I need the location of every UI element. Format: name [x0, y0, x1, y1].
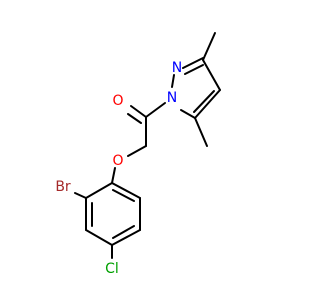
- bond-n2-c3-double: [184, 64, 204, 75]
- bond-c3-methyl: [202, 32, 216, 61]
- structure-diagram: O N N O Br Cl: [55, 32, 221, 277]
- bond-c3-c4: [202, 59, 221, 91]
- bond-n2-c3: [182, 57, 204, 69]
- bond-c2-br: [74, 192, 87, 199]
- acyl-linker: [111, 102, 166, 184]
- halogen-bonds: [74, 192, 113, 259]
- pyrazole-ring: [171, 57, 221, 119]
- bond-c1-c2: [85, 182, 113, 199]
- bond-c6-c1: [111, 182, 141, 199]
- bond-c5-n1: [180, 109, 196, 119]
- atom-label-n2: N: [172, 60, 182, 76]
- bond-n1-carbonyl: [145, 102, 166, 118]
- bond-carbonyl-o-double: [127, 113, 142, 124]
- bond-c6-c1-inner: [112, 189, 135, 202]
- bond-carbonyl-o: [130, 105, 147, 118]
- atom-label-cl: Cl: [105, 261, 119, 277]
- bond-o-aryl: [111, 167, 116, 184]
- bond-c4-c5-double: [193, 90, 215, 113]
- bond-n1-n2: [171, 74, 175, 88]
- atom-label-o-ether: O: [112, 153, 123, 169]
- atom-label-n1: N: [167, 90, 177, 106]
- bond-ch2-o: [127, 145, 147, 157]
- bond-c3-c4: [85, 229, 113, 246]
- bond-c5-methyl: [194, 117, 208, 147]
- atom-label-br: Br: [55, 179, 71, 195]
- atom-label-o-carbonyl: O: [112, 93, 123, 109]
- bond-c4-c5: [111, 229, 141, 246]
- benzene-ring: [85, 182, 141, 246]
- bond-c4-c5: [194, 89, 221, 119]
- methyl-groups: [194, 32, 216, 147]
- bond-c4-c5-inner: [112, 225, 135, 239]
